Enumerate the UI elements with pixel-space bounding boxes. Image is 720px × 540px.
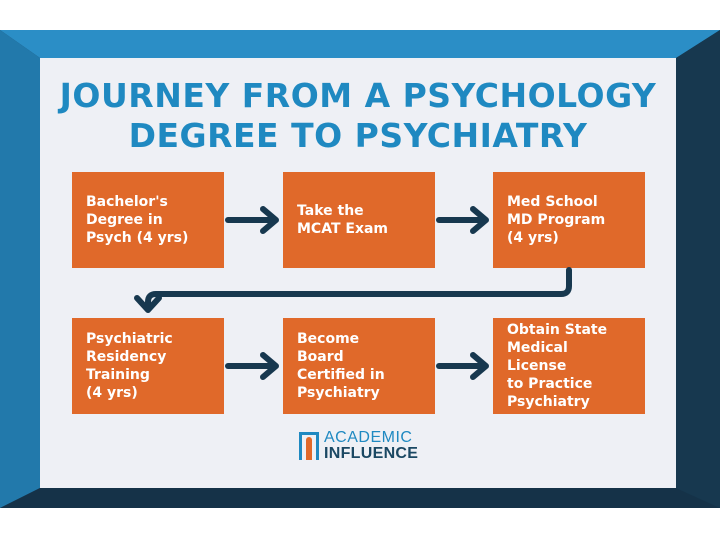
- step-label: Med School MD Program (4 yrs): [507, 194, 606, 246]
- logo-icon: [299, 432, 319, 460]
- step-box-state-license: Obtain State Medical License to Practice…: [493, 318, 645, 414]
- step-label: Become Board Certified in Psychiatry: [297, 331, 385, 401]
- step-label: Psychiatric Residency Training (4 yrs): [86, 331, 173, 401]
- step-box-residency: Psychiatric Residency Training (4 yrs): [72, 318, 224, 414]
- page-title: JOURNEY FROM A PSYCHOLOGY DEGREE TO PSYC…: [40, 76, 676, 156]
- arrow-4-to-5: [225, 352, 279, 380]
- step-box-board-certified: Become Board Certified in Psychiatry: [283, 318, 435, 414]
- arrow-3-to-4: [134, 267, 572, 313]
- academic-influence-logo: ACADEMIC INFLUENCE: [298, 428, 428, 464]
- step-label: Take the MCAT Exam: [297, 203, 389, 237]
- step-label: Bachelor's Degree in Psych (4 yrs): [86, 194, 189, 246]
- step-box-bachelors: Bachelor's Degree in Psych (4 yrs): [72, 172, 224, 268]
- arrow-5-to-6: [436, 352, 489, 380]
- step-label: Obtain State Medical License to Practice…: [507, 322, 608, 410]
- arrow-1-to-2: [225, 206, 279, 234]
- title-line-2: DEGREE TO PSYCHIATRY: [128, 116, 588, 155]
- logo-text-influence: INFLUENCE: [324, 445, 419, 462]
- step-box-mcat: Take the MCAT Exam: [283, 172, 435, 268]
- title-line-1: JOURNEY FROM A PSYCHOLOGY: [59, 76, 657, 115]
- step-box-med-school: Med School MD Program (4 yrs): [493, 172, 645, 268]
- arrow-2-to-3: [436, 206, 489, 234]
- logo-text-academic: ACADEMIC: [324, 429, 413, 446]
